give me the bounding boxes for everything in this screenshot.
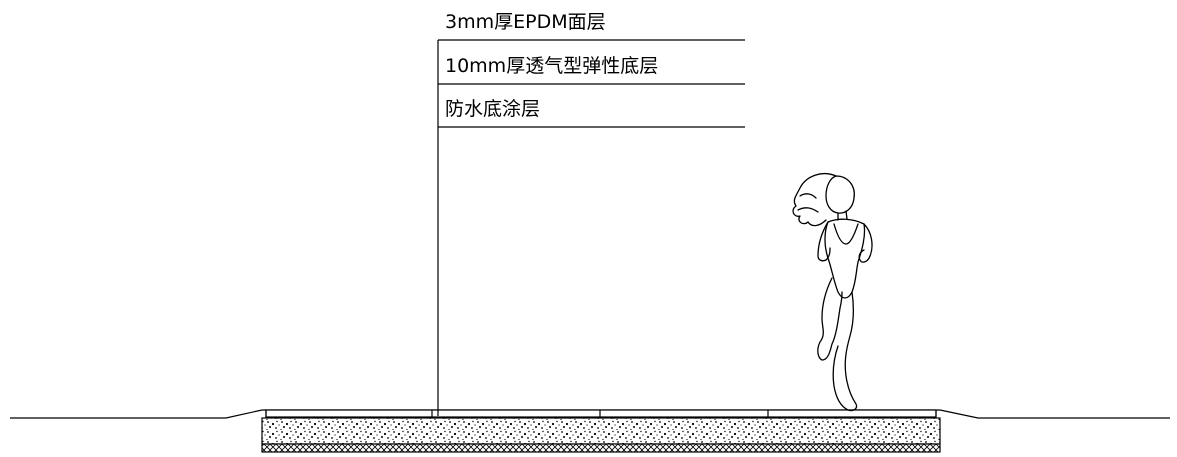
layer-label-elastic-base: 10mm厚透气型弹性底层 [445,55,658,77]
pavement-section [261,409,941,453]
gravel-base-layer [261,417,941,445]
layer-label-epdm: 3mm厚EPDM面层 [445,11,606,33]
epdm-layer [265,409,937,418]
layer-label-primer: 防水底涂层 [445,98,540,120]
layer-callout [437,39,745,416]
subgrade-layer [261,443,941,453]
ground-line [10,409,1170,419]
running-woman-icon [792,173,873,412]
